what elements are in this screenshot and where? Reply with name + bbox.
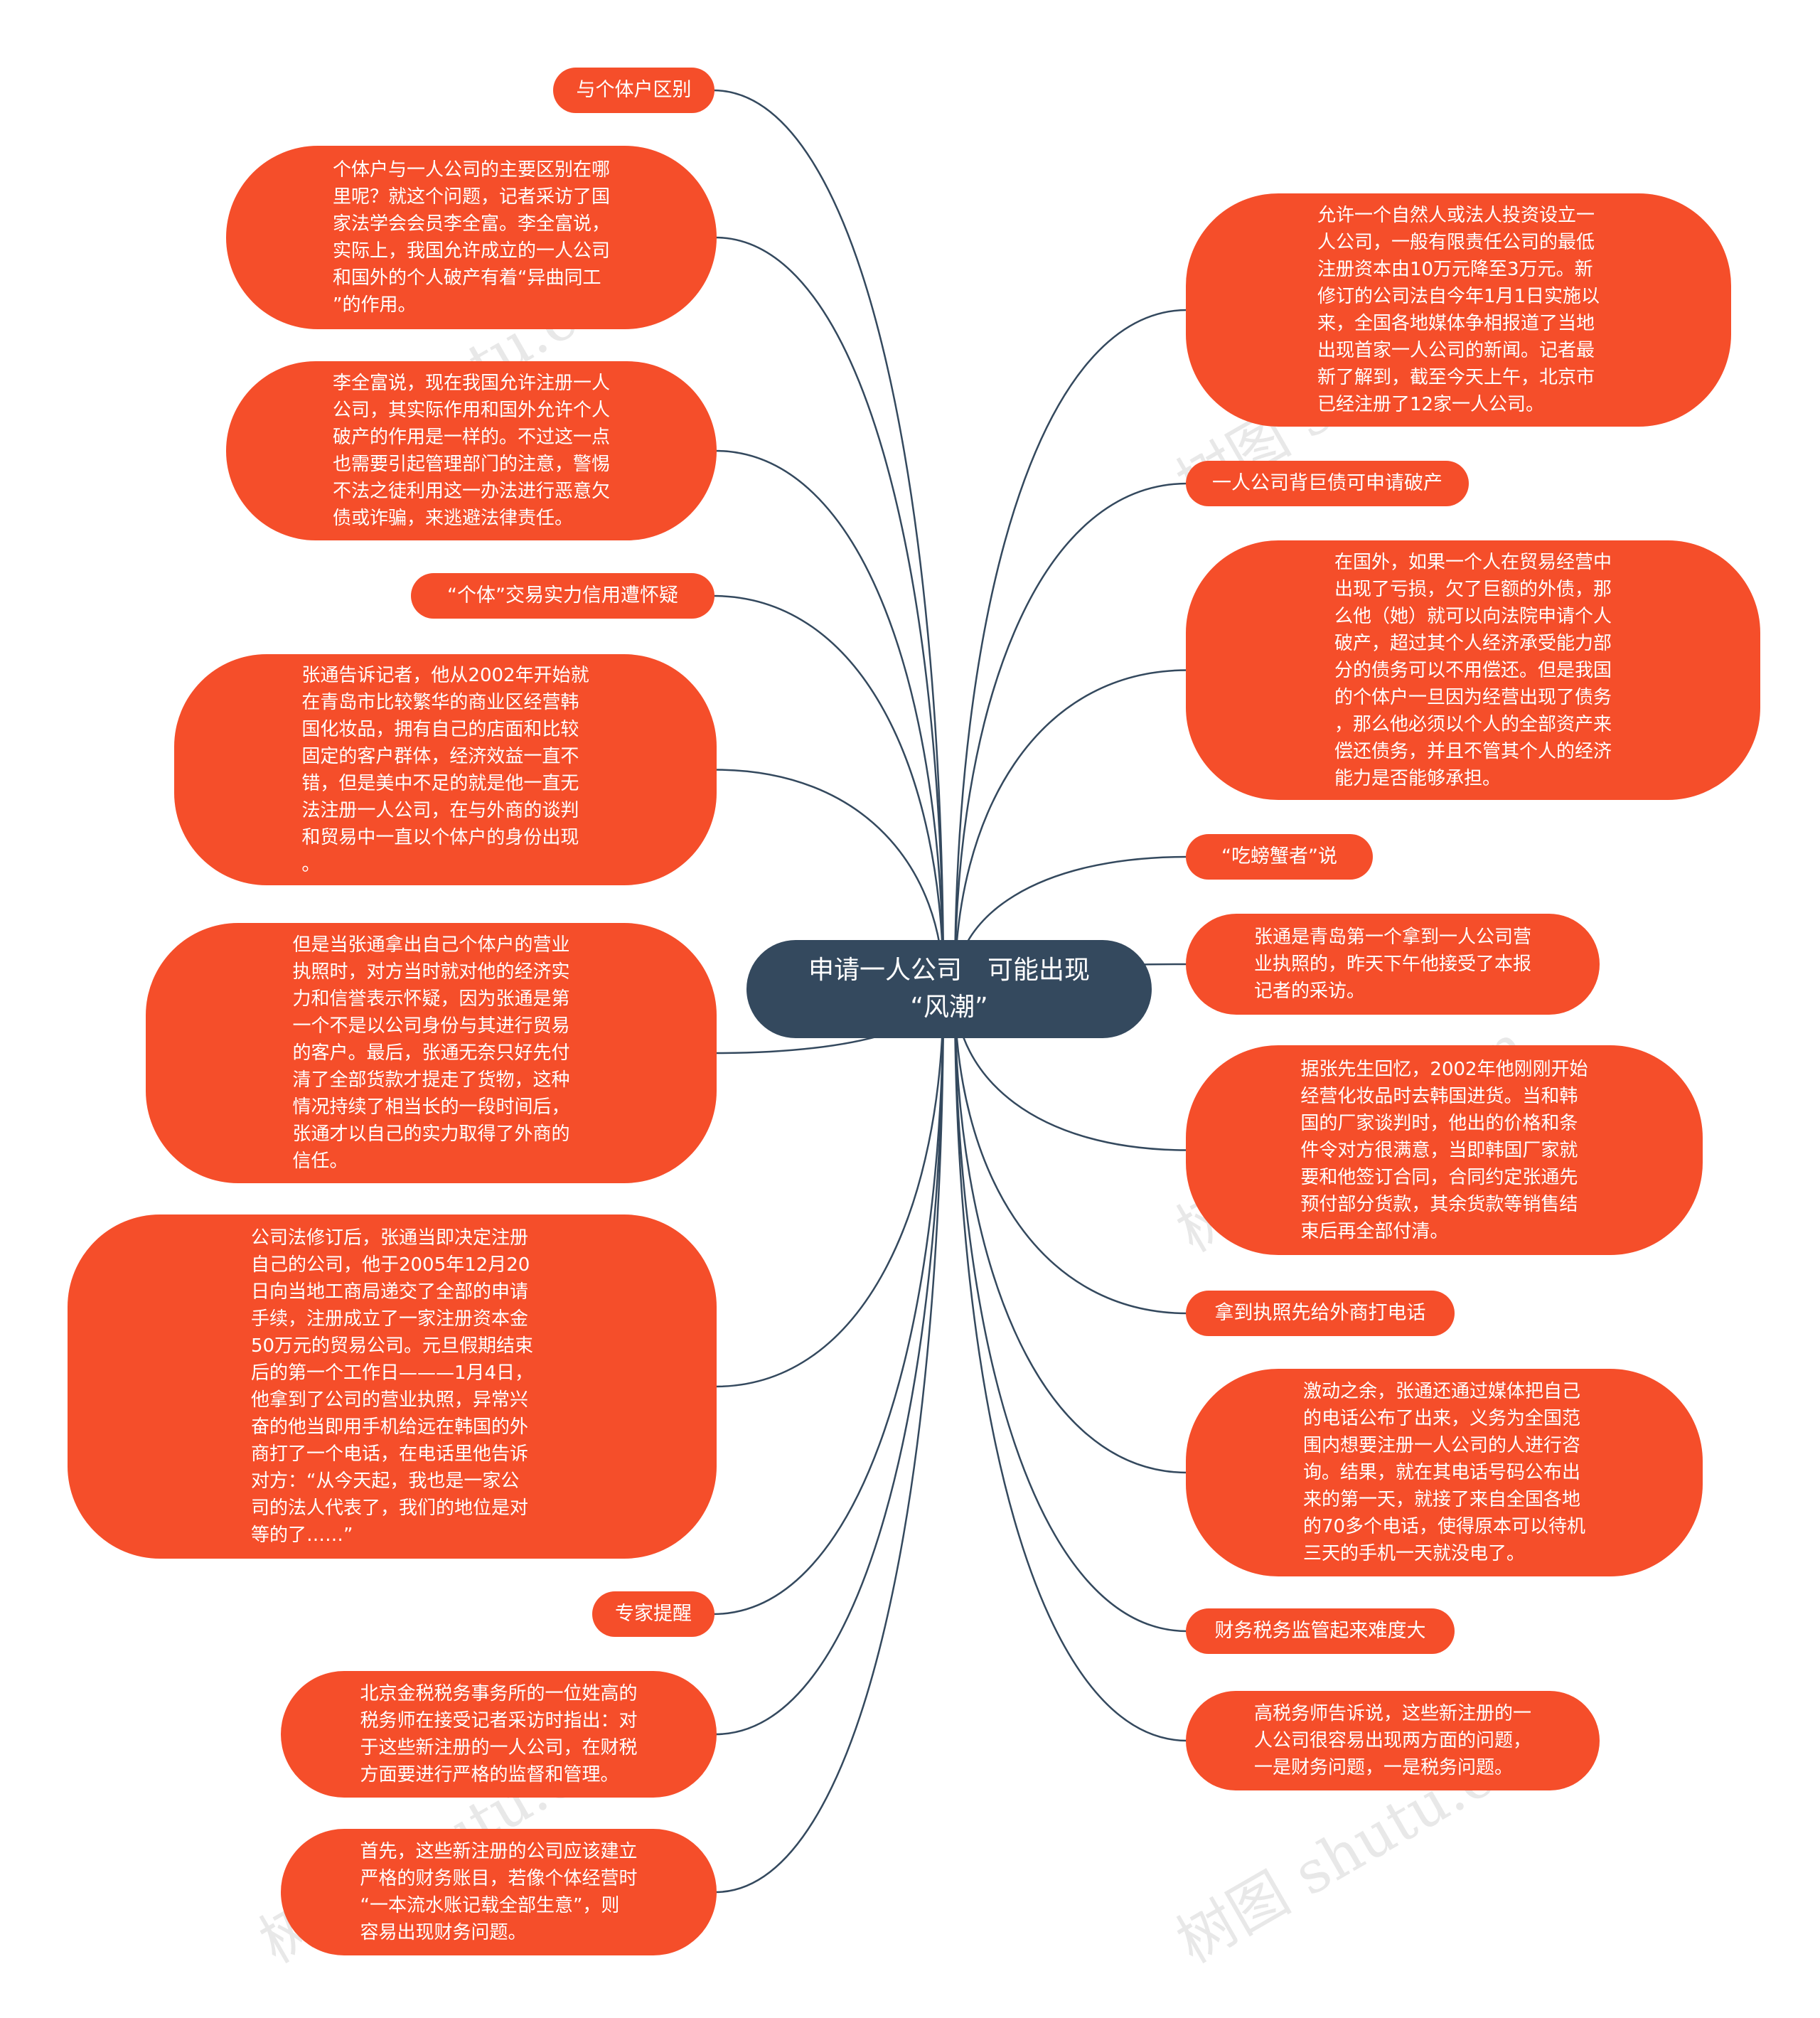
branch-topic-label: 专家提醒 <box>615 1603 692 1625</box>
branch-topic-label: 在国外，如果一个人在贸易经营中 出现了亏损，欠了巨额的外债，那 么他（她）就可以… <box>1334 551 1612 789</box>
branch-topic-label: 但是当张通拿出自己个体户的营业 执照时，对方当时就对他的经济实 力和信誉表示怀疑… <box>292 934 570 1172</box>
branch-topic-label: 张通告诉记者，他从2002年开始就 在青岛市比较繁华的商业区经营韩 国化妆品，拥… <box>301 664 589 875</box>
branch-topic-label: 据张先生回忆，2002年他刚刚开始 经营化妆品时去韩国进货。当和韩 国的厂家谈判… <box>1300 1058 1588 1242</box>
branch-topic[interactable]: 李全富说，现在我国允许注册一人 公司，其实际作用和国外允许个人 破产的作用是一样… <box>226 361 717 540</box>
branch-topic-label: “吃螃蟹者”说 <box>1221 845 1337 867</box>
branch-topic-label: 公司法修订后，张通当即决定注册 自己的公司，他于2005年12月20 日向当地工… <box>250 1227 534 1546</box>
branch-topic-label: 财务税务监管起来难度大 <box>1214 1620 1426 1642</box>
branch-topic[interactable]: 高税务师告诉说，这些新注册的一 人公司很容易出现两方面的问题， 一是财务问题，一… <box>1186 1691 1600 1790</box>
branch-topic-label: 首先，这些新注册的公司应该建立 严格的财务账目，若像个体经营时 “一本流水账记载… <box>360 1841 638 1943</box>
branch-topic[interactable]: 在国外，如果一个人在贸易经营中 出现了亏损，欠了巨额的外债，那 么他（她）就可以… <box>1186 540 1760 800</box>
branch-topic-label: 一人公司背巨债可申请破产 <box>1212 472 1442 494</box>
branch-topic[interactable]: 允许一个自然人或法人投资设立一 人公司，一般有限责任公司的最低 注册资本由10万… <box>1186 193 1731 427</box>
branch-topic-label: 与个体户区别 <box>576 79 692 101</box>
connector-line <box>953 988 1188 1742</box>
connector-line <box>953 669 1188 990</box>
branch-topic-label: 拿到执照先给外商打电话 <box>1214 1302 1426 1324</box>
central-topic[interactable]: 申请一人公司 可能出现 “风潮” <box>746 940 1152 1038</box>
connector-line <box>714 449 945 990</box>
connector-line <box>712 89 945 990</box>
branch-topic[interactable]: 激动之余，张通还通过媒体把自己 的电话公布了出来，义务为全国范 围内想要注册一人… <box>1186 1369 1703 1576</box>
branch-topic[interactable]: 首先，这些新注册的公司应该建立 严格的财务账目，若像个体经营时 “一本流水账记载… <box>281 1829 717 1955</box>
branch-topic[interactable]: 张通是青岛第一个拿到一人公司营 业执照的，昨天下午他接受了本报 记者的采访。 <box>1186 914 1600 1015</box>
branch-topic[interactable]: 个体户与一人公司的主要区别在哪 里呢？就这个问题，记者采访了国 家法学会会员李全… <box>226 146 717 329</box>
branch-topic-label: 激动之余，张通还通过媒体把自己 的电话公布了出来，义务为全国范 围内想要注册一人… <box>1302 1381 1586 1564</box>
connector-line <box>712 594 945 990</box>
branch-topic-label: “个体”交易实力信用遭怀疑 <box>447 584 678 607</box>
branch-topic-label: 北京金税税务事务所的一位姓高的 税务师在接受记者采访时指出：对 于这些新注册的一… <box>360 1683 638 1785</box>
connector-line <box>714 988 945 1388</box>
branch-topic[interactable]: “个体”交易实力信用遭怀疑 <box>411 573 714 619</box>
branch-topic-label: 允许一个自然人或法人投资设立一 人公司，一般有限责任公司的最低 注册资本由10万… <box>1317 205 1600 415</box>
branch-topic[interactable]: 据张先生回忆，2002年他刚刚开始 经营化妆品时去韩国进货。当和韩 国的厂家谈判… <box>1186 1045 1703 1255</box>
branch-topic[interactable]: 与个体户区别 <box>553 68 714 113</box>
connector-line <box>953 309 1188 990</box>
connector-line <box>714 236 945 990</box>
branch-topic[interactable]: 张通告诉记者，他从2002年开始就 在青岛市比较繁华的商业区经营韩 国化妆品，拥… <box>174 654 717 885</box>
connector-line <box>714 988 945 1736</box>
branch-topic-label: 李全富说，现在我国允许注册一人 公司，其实际作用和国外允许个人 破产的作用是一样… <box>332 373 610 529</box>
connector-line <box>714 988 945 1894</box>
branch-topic[interactable]: 拿到执照先给外商打电话 <box>1186 1291 1455 1336</box>
branch-topic[interactable]: 财务税务监管起来难度大 <box>1186 1608 1455 1654</box>
branch-topic-label: 个体户与一人公司的主要区别在哪 里呢？就这个问题，记者采访了国 家法学会会员李全… <box>332 159 610 316</box>
branch-topic[interactable]: 专家提醒 <box>592 1591 714 1637</box>
branch-topic-label: 高税务师告诉说，这些新注册的一 人公司很容易出现两方面的问题， 一是财务问题，一… <box>1253 1703 1531 1778</box>
branch-topic[interactable]: 一人公司背巨债可申请破产 <box>1186 461 1469 506</box>
branch-topic-label: 张通是青岛第一个拿到一人公司营 业执照的，昨天下午他接受了本报 记者的采访。 <box>1253 927 1531 1002</box>
connector-line <box>953 482 1188 990</box>
connector-line <box>712 988 945 1616</box>
branch-topic[interactable]: 公司法修订后，张通当即决定注册 自己的公司，他于2005年12月20 日向当地工… <box>68 1214 717 1559</box>
branch-topic[interactable]: 但是当张通拿出自己个体户的营业 执照时，对方当时就对他的经济实 力和信誉表示怀疑… <box>146 923 717 1183</box>
connector-line <box>953 988 1188 1315</box>
connector-line <box>953 988 1188 1633</box>
branch-topic[interactable]: “吃螃蟹者”说 <box>1186 834 1373 880</box>
central-topic-label: 申请一人公司 可能出现 “风潮” <box>808 956 1090 1022</box>
branch-topic[interactable]: 北京金税税务事务所的一位姓高的 税务师在接受记者采访时指出：对 于这些新注册的一… <box>281 1671 717 1798</box>
connector-line <box>953 988 1188 1474</box>
